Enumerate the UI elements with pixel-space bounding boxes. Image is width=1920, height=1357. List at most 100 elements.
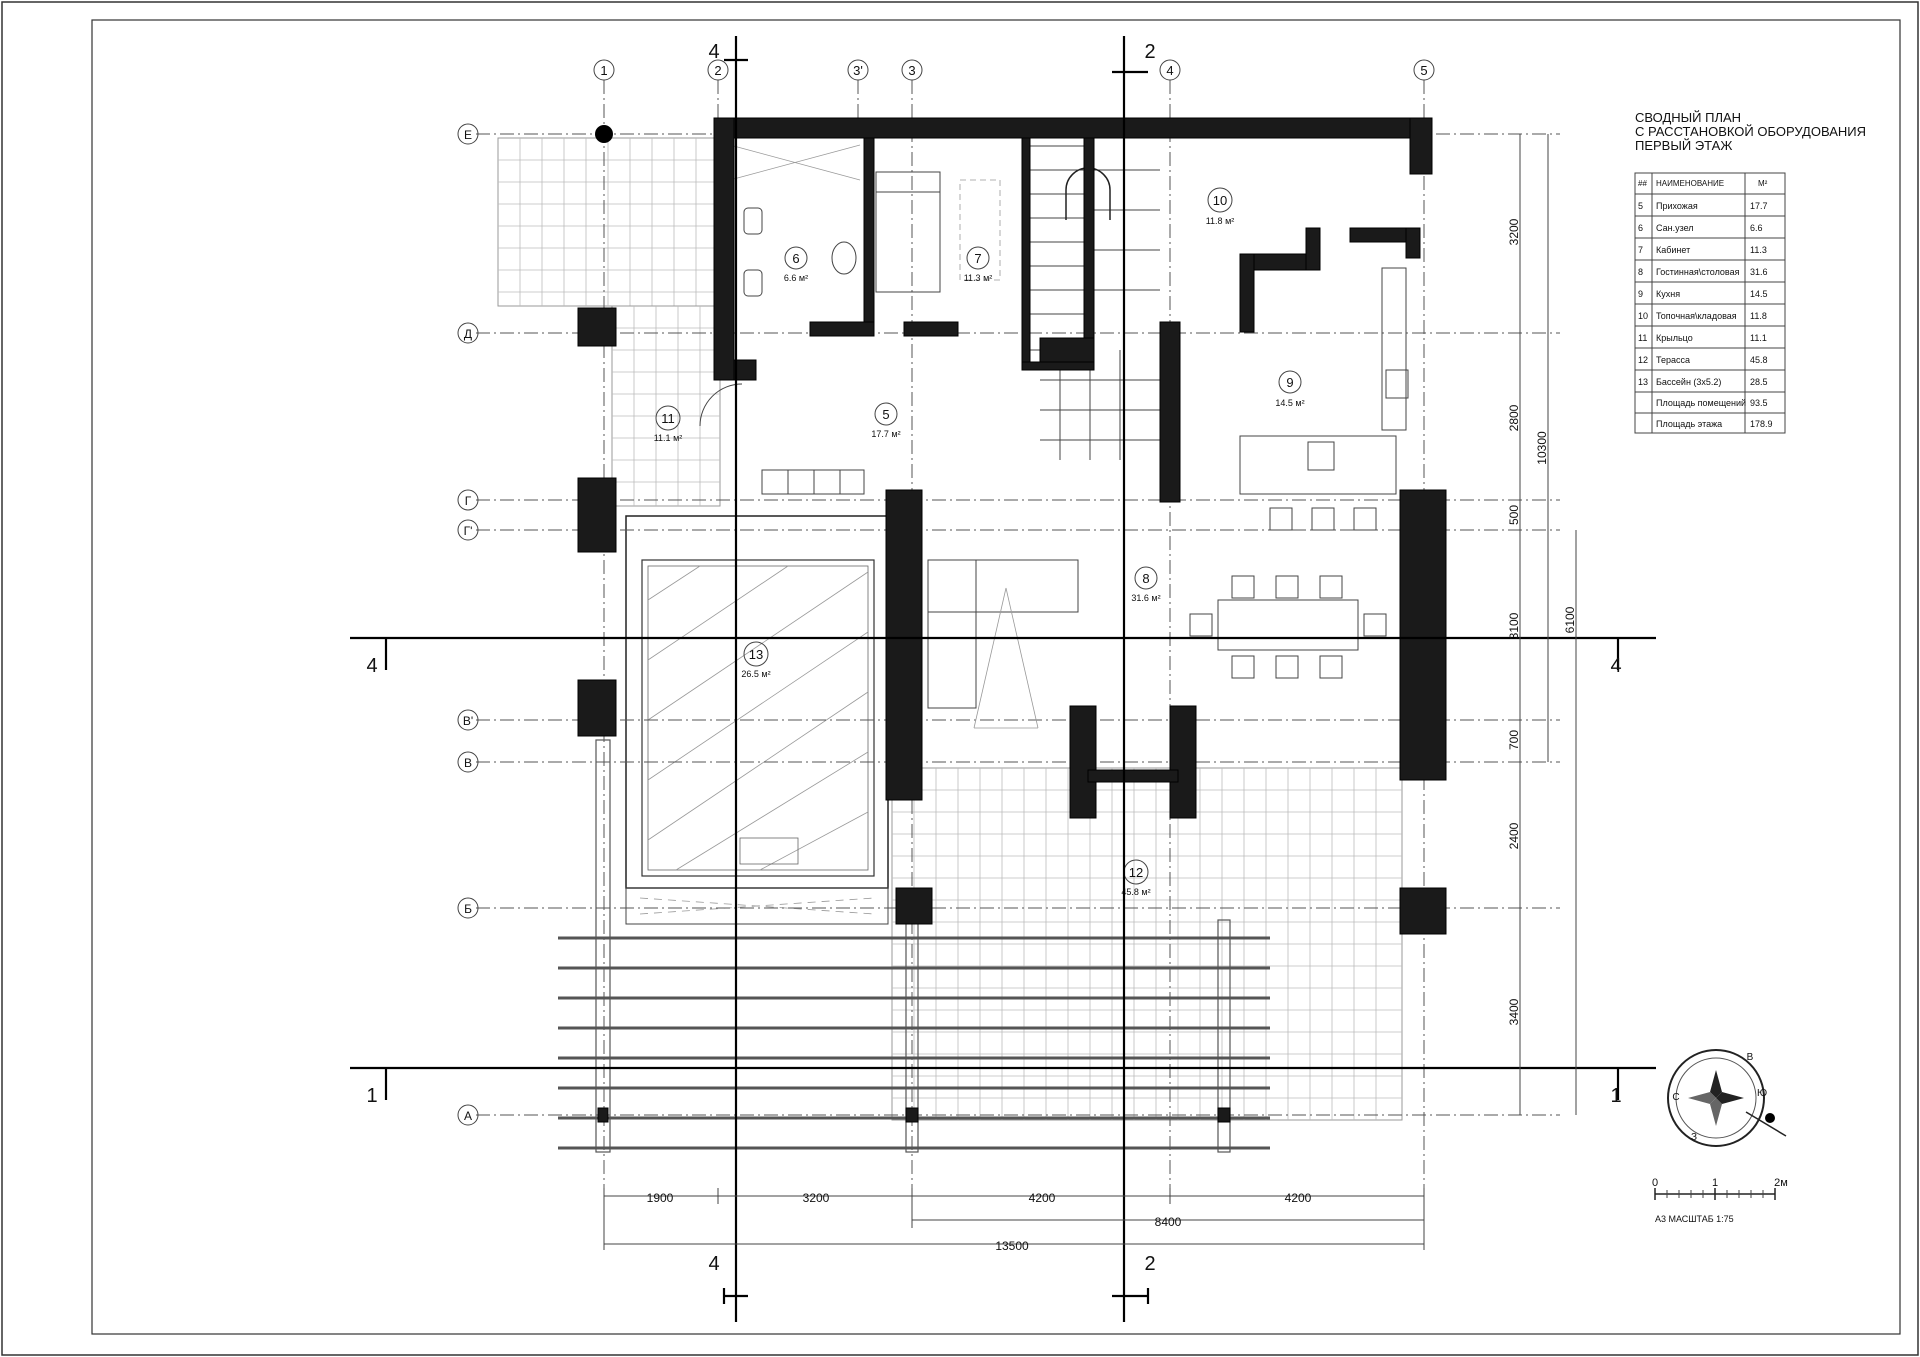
axis-label: 2 [714,63,721,78]
scale-label: 2м [1774,1177,1788,1189]
axis-label: 4 [1166,63,1173,78]
title-line-3: ПЕРВЫЙ ЭТАЖ [1635,138,1732,153]
row-axis-markers: Е Д Г Г' В' В Б А [457,123,479,1126]
axis-label: В' [463,714,473,728]
section-cuts: 4 4 2 2 4 4 1 1 [350,36,1656,1322]
legend-row-name: Терасса [1656,355,1690,365]
room-number: 9 [1286,375,1293,390]
legend-row-no: 8 [1638,267,1643,277]
legend-row-name: Крыльцо [1656,333,1693,343]
axis-label: Г' [464,524,473,538]
dimension-text: 3400 [1507,998,1521,1025]
title-line-1: СВОДНЫЙ ПЛАН [1635,110,1741,125]
legend-row-name: Кухня [1656,289,1680,299]
dimension-text: 700 [1507,730,1521,750]
room-labels: 6 6.6 м² 7 11.3 м² 10 11.8 м² 9 14.5 м² … [654,187,1305,897]
legend-total-rooms: 93.5 [1750,398,1768,408]
room-area: 26.5 м² [741,669,770,679]
legend-row-no: 7 [1638,245,1643,255]
legend-row-name: Топочная\кладовая [1656,311,1737,321]
axis-label: Е [464,128,472,142]
room-area: 14.5 м² [1275,398,1304,408]
room-area: 6.6 м² [784,273,808,283]
room-number: 13 [749,647,763,662]
porch-tile-area [497,137,721,507]
dimension-text: 1900 [647,1191,674,1205]
scale-bar: 0 1 2м А3 МАСШТАБ 1:75 [1652,1177,1788,1224]
axis-label: 3 [908,63,915,78]
room-area: 45.8 м² [1121,887,1150,897]
dimension-text: 500 [1507,505,1521,525]
axis-label: Б [464,902,472,916]
axis-label: Г [465,494,472,508]
room-number: 5 [882,407,889,422]
dimension-text: 10300 [1535,431,1549,465]
axis-label: В [464,756,472,770]
scale-label: 1 [1712,1177,1718,1189]
legend-row-area: 17.7 [1750,201,1768,211]
axis-label: Д [464,327,472,341]
column-axis-markers: 1 2 3' 3 4 5 [593,59,1435,81]
legend-row-area: 11.1 [1750,333,1767,343]
legend-row-name: Бассейн (3х5.2) [1656,377,1721,387]
dimension-text: 3200 [1507,218,1521,245]
compass-label: З [1691,1132,1697,1143]
scale-caption: А3 МАСШТАБ 1:75 [1655,1214,1734,1224]
section-label: 1 [1610,1085,1621,1107]
room-area: 31.6 м² [1131,593,1160,603]
section-label: 1 [366,1085,377,1107]
legend-row-no: 12 [1638,355,1648,365]
section-label: 2 [1144,1253,1155,1275]
legend-row-area: 11.3 [1750,245,1767,255]
legend-row-no: 10 [1638,311,1648,321]
dimension-text: 6100 [1563,606,1577,633]
legend-row-no: 6 [1638,223,1643,233]
legend-row-no: 13 [1638,377,1648,387]
compass-label: С [1672,1092,1679,1103]
dimension-text: 3100 [1507,612,1521,639]
room-number: 12 [1129,865,1143,880]
axis-label: 1 [600,63,607,78]
legend-row-area: 6.6 [1750,223,1763,233]
dimension-text: 8400 [1155,1215,1182,1229]
axis-label: 5 [1420,63,1427,78]
compass-label: В [1747,1052,1754,1063]
legend-header-name: НАИМЕНОВАНИЕ [1656,179,1724,188]
legend-row-name: Гостинная\столовая [1656,267,1740,277]
room-number: 7 [974,251,981,266]
room-schedule-table: ## НАИМЕНОВАНИЕ М² 5 Прихожая 17.7 6 Сан… [1634,172,1786,434]
legend-row-no: 5 [1638,201,1643,211]
legend-row-area: 31.6 [1750,267,1768,277]
scale-label: 0 [1652,1177,1658,1189]
legend-row-name: Кабинет [1656,245,1690,255]
title-line-2: С РАССТАНОВКОЙ ОБОРУДОВАНИЯ [1635,124,1866,139]
room-number: 11 [661,411,675,426]
legend-total-floor-label: Площадь этажа [1656,419,1722,429]
legend-row-area: 11.8 [1750,311,1767,321]
room-area: 11.3 м² [964,273,993,283]
section-label: 4 [708,1253,719,1275]
room-number: 6 [792,251,799,266]
legend-row-area: 14.5 [1750,289,1768,299]
drawing-title: СВОДНЫЙ ПЛАН С РАССТАНОВКОЙ ОБОРУДОВАНИЯ… [1635,110,1866,153]
legend-row-no: 9 [1638,289,1643,299]
legend-header-no: ## [1638,179,1647,188]
dimension-text: 4200 [1285,1191,1312,1205]
section-label: 4 [366,655,377,677]
section-label: 2 [1144,41,1155,63]
axis-label: 3' [853,63,863,78]
legend-row-no: 11 [1638,333,1647,343]
room-area: 17.7 м² [871,429,900,439]
room-area: 11.8 м² [1206,216,1235,226]
dimension-text: 4200 [1029,1191,1056,1205]
room-number: 10 [1213,193,1227,208]
room-area: 11.1 м² [654,433,683,443]
legend-header-area: М² [1758,179,1768,188]
bottom-dimensions: 1900 3200 4200 4200 8400 13500 [603,1188,1425,1253]
walls [577,117,1447,1123]
right-dimensions: 3200 2800 500 3100 700 2400 3400 10300 6… [1507,134,1577,1115]
dimension-text: 13500 [995,1239,1029,1253]
compass-rose: В Ю З С [1667,1049,1787,1147]
axis-label: А [464,1109,472,1123]
